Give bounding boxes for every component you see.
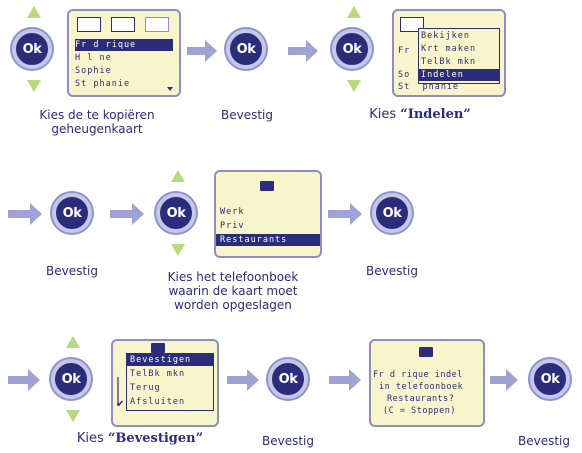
- right-arrow-icon: [328, 203, 362, 225]
- right-arrow-icon: [227, 369, 259, 391]
- list-item[interactable]: Priv: [220, 221, 245, 231]
- menu-item[interactable]: Terug: [130, 383, 161, 393]
- ok-button[interactable]: Ok: [52, 193, 92, 233]
- step4-caption: Bevestig: [45, 264, 98, 278]
- up-arrow-icon: [27, 6, 41, 18]
- card-tab-icon: [77, 17, 101, 32]
- phonebook-tab-icon: [145, 17, 169, 32]
- ok-button[interactable]: Ok: [530, 359, 570, 399]
- menu-item[interactable]: Bevestigen: [127, 354, 213, 366]
- ok-button[interactable]: Ok: [332, 29, 372, 69]
- ok-button[interactable]: Ok: [372, 193, 412, 233]
- ok-label: Ok: [540, 371, 560, 387]
- phone-screen-confirm-question: Fr d rique indel in telefoonboek Restaur…: [369, 339, 485, 427]
- folder-icon: [260, 181, 274, 191]
- up-arrow-icon: [171, 170, 185, 182]
- folder-icon: [151, 343, 165, 353]
- right-arrow-icon: [110, 203, 144, 225]
- list-item[interactable]: Sophie: [75, 66, 112, 76]
- ok-button[interactable]: Ok: [268, 359, 308, 399]
- ok-label: Ok: [62, 205, 82, 221]
- down-arrow-icon: [27, 80, 41, 92]
- ok-label: Ok: [61, 371, 81, 387]
- down-arrow-icon: [171, 244, 185, 256]
- phone-screen-options: Fr So St phanie Bekijken Krt maken TelBk…: [392, 9, 506, 97]
- phone-screen-contacts: Fr d rique H l ne Sophie St phanie: [67, 9, 181, 97]
- ok-button[interactable]: Ok: [12, 29, 52, 69]
- ok-label: Ok: [342, 41, 362, 57]
- menu-item[interactable]: TelBk mkn: [421, 57, 477, 67]
- list-item[interactable]: St phanie: [75, 79, 131, 89]
- up-arrow-icon: [66, 336, 80, 348]
- confirm-menu: Bevestigen TelBk mkn Terug Afsluiten: [126, 353, 214, 411]
- background-row: So: [398, 70, 411, 80]
- menu-item[interactable]: Afsluiten: [130, 397, 186, 407]
- step8-caption: Bevestig: [261, 434, 314, 448]
- ok-label: Ok: [382, 205, 402, 221]
- list-item[interactable]: Fr d rique: [75, 39, 173, 51]
- down-arrow-icon: [66, 410, 80, 422]
- ok-label: Ok: [236, 41, 256, 57]
- right-arrow-icon: [187, 40, 217, 62]
- menu-item[interactable]: Bekijken: [421, 31, 470, 41]
- step10-caption: Bevestig: [517, 434, 570, 448]
- ok-button[interactable]: Ok: [226, 29, 266, 69]
- list-item[interactable]: H l ne: [75, 53, 112, 63]
- options-menu: Bekijken Krt maken TelBk mkn Indelen: [418, 28, 500, 84]
- step2-caption: Bevestig: [220, 108, 273, 122]
- menu-item[interactable]: TelBk mkn: [130, 369, 186, 379]
- check-mark: ✔: [116, 399, 125, 410]
- list-tab-icon: [111, 17, 135, 32]
- step3-caption: Kies “Indelen”: [369, 107, 471, 122]
- background-row: [117, 377, 125, 405]
- menu-item[interactable]: Indelen: [419, 69, 499, 81]
- list-item[interactable]: Werk: [220, 207, 245, 217]
- ok-button[interactable]: Ok: [156, 193, 196, 233]
- ok-label: Ok: [278, 371, 298, 387]
- question-line: in telefoonboek: [379, 382, 464, 392]
- ok-label: Ok: [166, 205, 186, 221]
- phone-screen-phonebooks: Werk Priv Restaurants: [214, 170, 322, 258]
- question-line: Fr d rique indel: [373, 370, 463, 380]
- right-arrow-icon: [8, 369, 40, 391]
- ok-label: Ok: [22, 41, 42, 57]
- ok-button[interactable]: Ok: [51, 359, 91, 399]
- question-line: Restaurants?: [387, 394, 455, 404]
- phone-screen-confirm-menu: ✔ Bevestigen TelBk mkn Terug Afsluiten: [111, 339, 219, 427]
- right-arrow-icon: [8, 203, 42, 225]
- question-line: (C = Stoppen): [383, 406, 457, 416]
- down-arrow-icon: [347, 80, 361, 92]
- scroll-down-icon: [167, 87, 173, 91]
- list-item[interactable]: Restaurants: [216, 234, 320, 246]
- step7-caption: Kies “Bevestigen”: [76, 431, 204, 446]
- menu-item[interactable]: Krt maken: [421, 44, 477, 54]
- right-arrow-icon: [490, 369, 518, 391]
- right-arrow-icon: [288, 40, 318, 62]
- step6-caption: Bevestig: [365, 264, 418, 278]
- background-row: Fr: [398, 46, 411, 56]
- up-arrow-icon: [347, 6, 361, 18]
- background-row: St phanie: [398, 82, 460, 92]
- right-arrow-icon: [329, 369, 361, 391]
- folder-icon: [419, 347, 433, 357]
